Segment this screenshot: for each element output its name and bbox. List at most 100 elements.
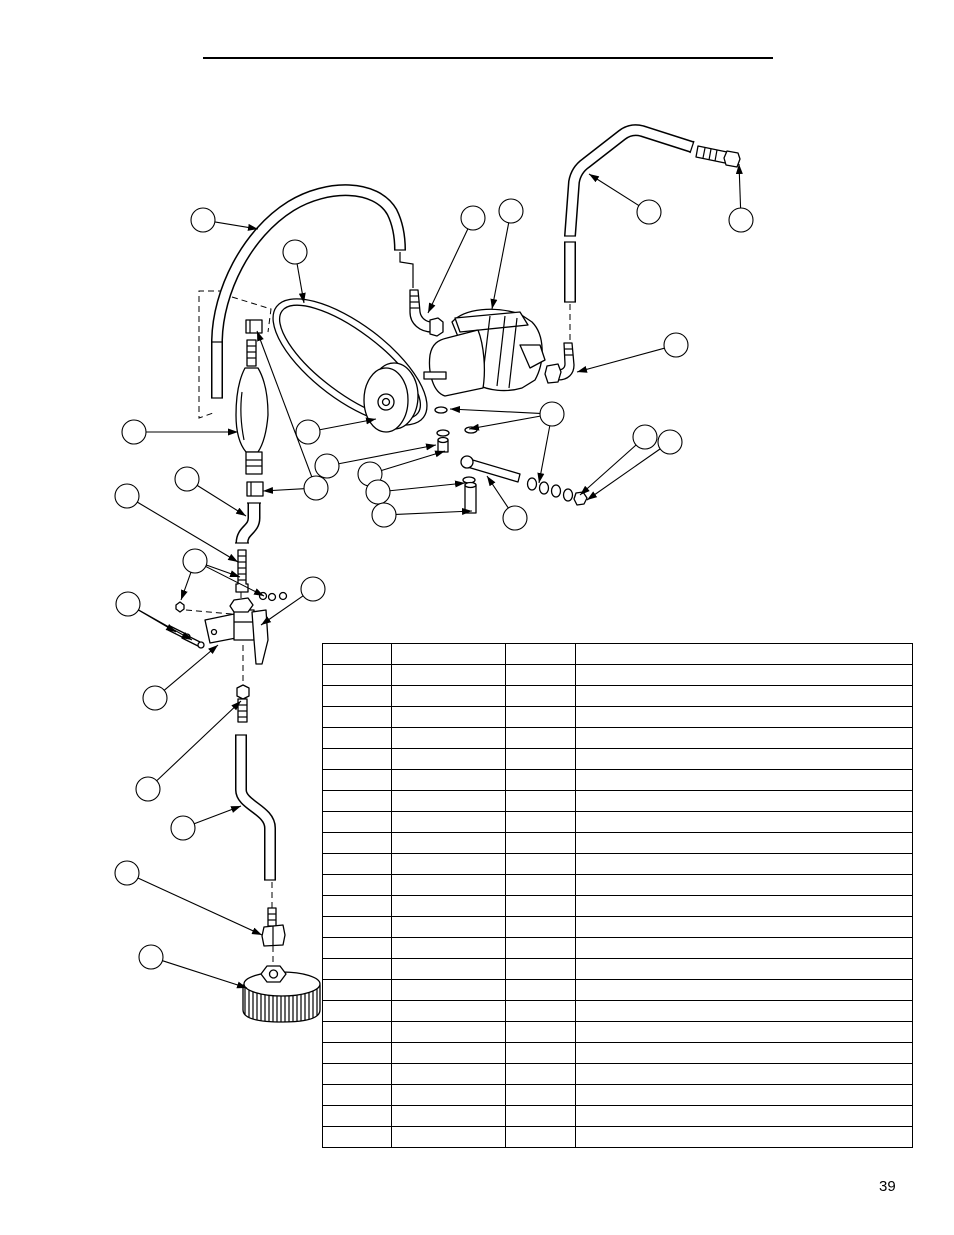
table-cell (391, 1063, 506, 1085)
table-cell (391, 937, 506, 959)
table-row (322, 895, 913, 917)
leader-arrow (490, 222, 510, 310)
table-cell (505, 979, 576, 1001)
transfer-pump (423, 308, 546, 397)
table-row (322, 832, 913, 854)
table-cell (391, 853, 506, 875)
table-row (322, 706, 913, 728)
table-cell (505, 958, 576, 980)
callout-circle (300, 576, 326, 602)
table-cell (575, 664, 913, 686)
table-cell (575, 1105, 913, 1127)
table-cell (575, 1042, 913, 1064)
leader-arrow (262, 486, 305, 494)
table-cell (391, 727, 506, 749)
table-cell (391, 1126, 506, 1148)
callout-circle (114, 860, 140, 886)
table-cell (391, 811, 506, 833)
table-cell (322, 1021, 392, 1043)
table-cell (391, 1084, 506, 1106)
table-cell (505, 1063, 576, 1085)
table-row (322, 1063, 913, 1085)
table-cell (322, 790, 392, 812)
leader-arrow (735, 163, 743, 209)
leader-arrow (579, 444, 637, 496)
table-cell (505, 748, 576, 770)
callout-circle (170, 815, 196, 841)
table-cell (575, 769, 913, 791)
table-cell (575, 958, 913, 980)
table-cell (575, 1063, 913, 1085)
mounting-hardware (434, 406, 588, 514)
callout-circle (314, 453, 340, 479)
leader-arrow (427, 228, 469, 314)
hose-barb-fitting-top (695, 145, 741, 168)
table-cell (505, 874, 576, 896)
callout-circle (657, 429, 683, 455)
table-cell (391, 1105, 506, 1127)
table-cell (322, 664, 392, 686)
table-cell (391, 1021, 506, 1043)
table-cell (391, 706, 506, 728)
table-cell (322, 937, 392, 959)
callout-circle (365, 479, 391, 505)
leader-arrow (163, 644, 219, 691)
table-row (322, 727, 913, 749)
table-cell (575, 1126, 913, 1148)
callout-circle (121, 419, 147, 445)
leader-arrow (137, 501, 239, 563)
leader-arrow (205, 565, 265, 597)
leader-arrow (214, 221, 259, 231)
table-cell (322, 643, 392, 665)
callout-balloon-18 (371, 502, 473, 528)
leader-arrow (137, 877, 263, 936)
table-row (322, 769, 913, 791)
callout-balloons (114, 163, 754, 989)
hose-clamp (245, 319, 263, 334)
table-row (322, 958, 913, 980)
callout-balloon-4 (490, 198, 524, 310)
table-cell (391, 1000, 506, 1022)
table-cell (505, 1105, 576, 1127)
table-cell (505, 769, 576, 791)
table-cell (391, 643, 506, 665)
table-cell (322, 1042, 392, 1064)
callout-circle (460, 205, 486, 231)
leader-arrow (156, 700, 242, 782)
table-cell (575, 727, 913, 749)
callout-balloon-10 (586, 429, 683, 501)
table-row (322, 664, 913, 686)
table-cell (391, 916, 506, 938)
table-cell (505, 1000, 576, 1022)
table-cell (505, 706, 576, 728)
callout-balloon-21 (180, 548, 265, 601)
table-cell (391, 748, 506, 770)
table-cell (575, 916, 913, 938)
table-cell (322, 1063, 392, 1085)
elbow-fitting-pump-outlet (544, 342, 575, 384)
callout-circle (138, 944, 164, 970)
table-cell (505, 916, 576, 938)
callout-balloon-13 (314, 443, 437, 479)
callout-balloon-28 (138, 944, 248, 989)
primer-bulb (235, 339, 269, 475)
callout-circle (502, 505, 528, 531)
table-cell (391, 874, 506, 896)
callout-balloon-12 (295, 417, 377, 445)
table-cell (322, 706, 392, 728)
callout-balloon-7 (576, 332, 689, 373)
table-row (322, 853, 913, 875)
callout-balloon-16 (256, 330, 329, 501)
callout-circle (135, 776, 161, 802)
leader-arrow (138, 609, 193, 641)
leader-arrow (537, 425, 551, 484)
table-cell (505, 643, 576, 665)
drive-pulley (363, 362, 419, 433)
table-row (322, 979, 913, 1001)
table-cell (322, 727, 392, 749)
table-cell (322, 958, 392, 980)
table-row (322, 1105, 913, 1127)
table-cell (505, 727, 576, 749)
table-cell (575, 1021, 913, 1043)
table-cell (322, 895, 392, 917)
